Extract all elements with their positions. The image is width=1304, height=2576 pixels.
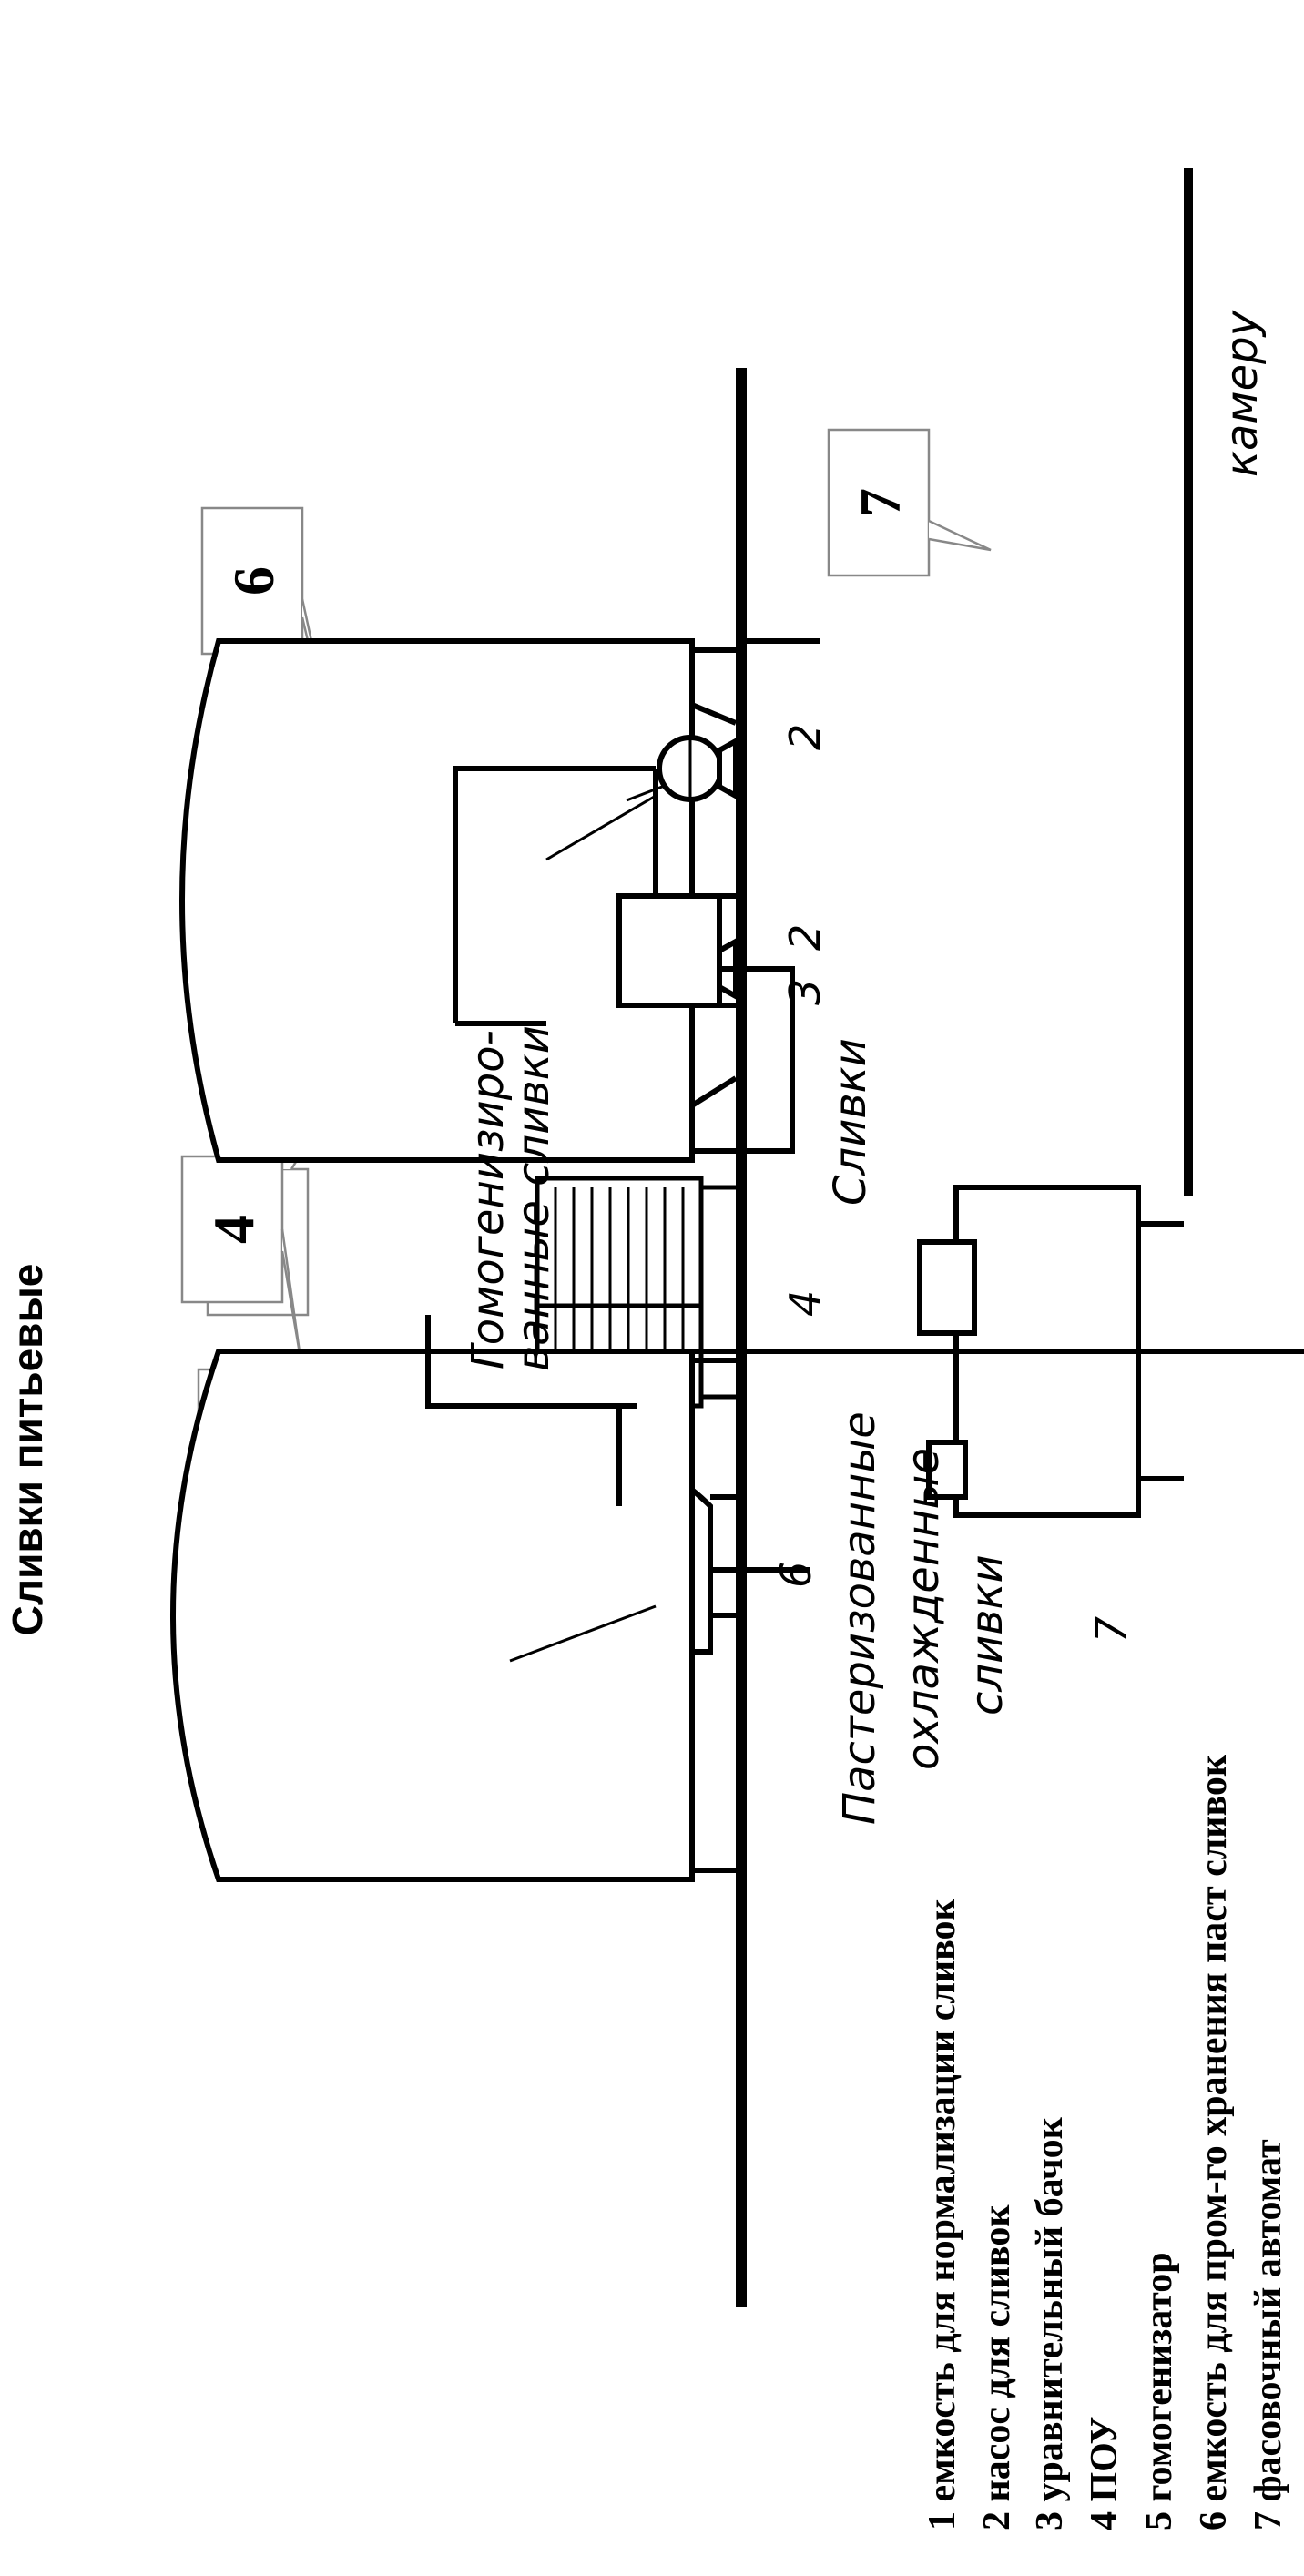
homogenized-label-2: ванные сливки [508, 1025, 559, 1371]
pasteurized-label-1: Пастеризованные [834, 1411, 885, 1825]
callout-4: 4 [180, 1155, 302, 1359]
svg-text:4: 4 [201, 1215, 266, 1244]
page-title: Сливки питьевые [4, 1264, 51, 1636]
output-label: камеру [1217, 310, 1268, 477]
pump-2b [657, 735, 739, 802]
legend-item-4: 4 ПОУ [1084, 2417, 1126, 2530]
equipment-number-6: 6 [771, 1562, 820, 1588]
legend-item-3: 3 уравнительный бачок [1029, 2116, 1071, 2530]
legend-item-7: 7 фасовочный автомат [1248, 2139, 1289, 2530]
rotated-diagram: Сливки питьевые 1 емкость для нормализац… [4, 168, 1304, 2530]
legend-item-6: 6 емкость для пром-го хранения паст слив… [1193, 1754, 1235, 2530]
equipment-number-2a: 2 [780, 924, 830, 951]
svg-text:7: 7 [848, 488, 912, 517]
floor-line-2 [1184, 168, 1193, 1196]
flow-labels: Сливки Гомогенизиро- ванные сливки Пасте… [463, 310, 1268, 1825]
balance-tank-3 [616, 893, 736, 1008]
legend-item-5: 5 гомогенизатор [1138, 2252, 1180, 2530]
pasteurized-label-3: сливки [962, 1554, 1013, 1716]
legend-item-2: 2 насос для сливок [976, 2204, 1018, 2530]
tank-6 [170, 1349, 736, 1882]
pasteurized-label-2: охлажденные [898, 1448, 949, 1770]
homogenized-label-1: Гомогенизиро- [463, 1030, 514, 1369]
input-label: Сливки [825, 1038, 876, 1206]
floor-line [736, 368, 747, 2307]
piping [364, 638, 1304, 1573]
svg-text:6: 6 [221, 566, 286, 596]
equipment-number-4: 4 [780, 1290, 830, 1317]
equipment-number-7: 7 [1086, 1616, 1136, 1643]
equipment-number-3: 3 [780, 979, 830, 1005]
equipment-number-2b: 2 [780, 724, 830, 750]
legend: 1 емкость для нормализации сливок 2 насо… [922, 1754, 1289, 2530]
callout-7: 7 [827, 428, 992, 577]
legend-item-1: 1 емкость для нормализации сливок [922, 1898, 963, 2530]
